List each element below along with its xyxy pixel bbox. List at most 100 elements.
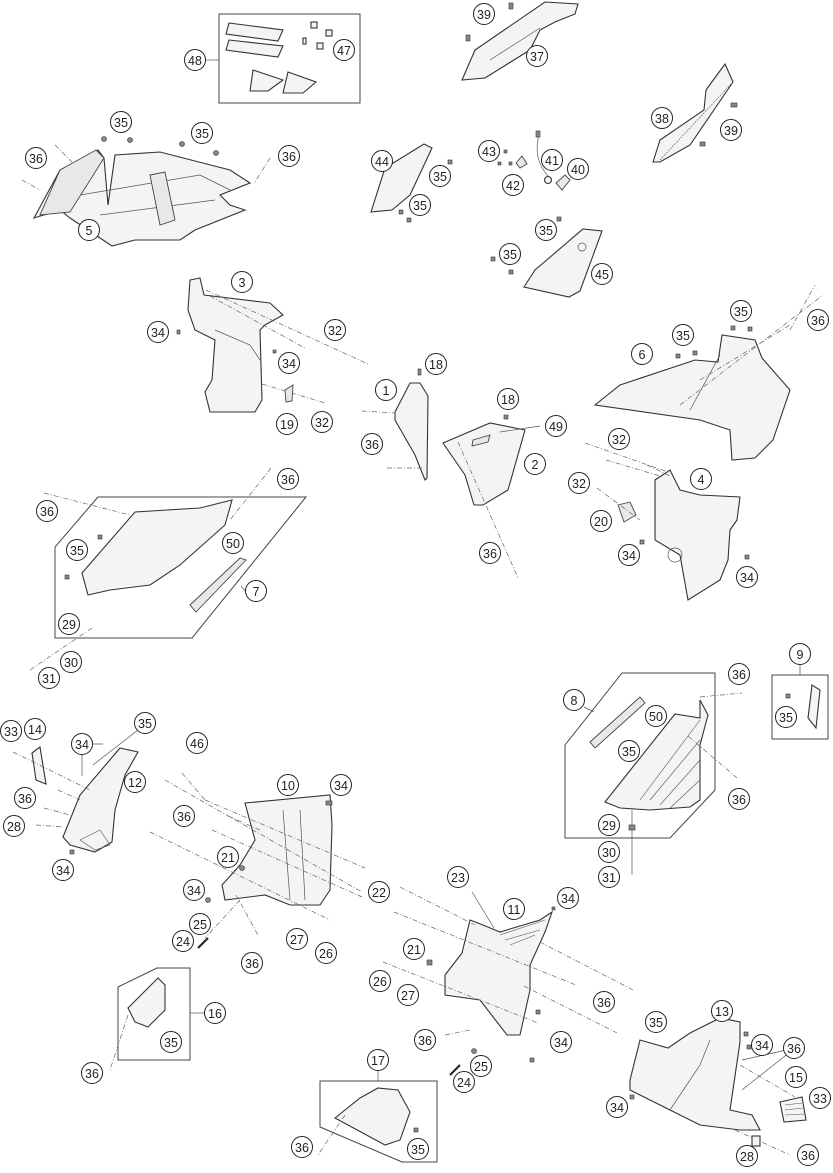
- callout-33[interactable]: 33: [0, 720, 22, 742]
- callout-34[interactable]: 34: [183, 879, 205, 901]
- callout-25[interactable]: 25: [189, 913, 211, 935]
- callout-45[interactable]: 45: [591, 263, 613, 285]
- callout-13[interactable]: 13: [711, 1000, 733, 1022]
- callout-41[interactable]: 41: [541, 149, 563, 171]
- callout-7[interactable]: 7: [245, 580, 267, 602]
- callout-42[interactable]: 42: [502, 174, 524, 196]
- callout-38[interactable]: 38: [651, 107, 673, 129]
- callout-20[interactable]: 20: [590, 510, 612, 532]
- callout-34[interactable]: 34: [550, 1031, 572, 1053]
- callout-35[interactable]: 35: [160, 1031, 182, 1053]
- callout-26[interactable]: 26: [369, 970, 391, 992]
- callout-35[interactable]: 35: [409, 194, 431, 216]
- callout-36[interactable]: 36: [414, 1029, 436, 1051]
- callout-35[interactable]: 35: [407, 1138, 429, 1160]
- callout-19[interactable]: 19: [276, 413, 298, 435]
- callout-30[interactable]: 30: [598, 841, 620, 863]
- callout-28[interactable]: 28: [3, 815, 25, 837]
- callout-36[interactable]: 36: [278, 145, 300, 167]
- callout-36[interactable]: 36: [25, 147, 47, 169]
- callout-44[interactable]: 44: [371, 150, 393, 172]
- callout-36[interactable]: 36: [241, 952, 263, 974]
- callout-34[interactable]: 34: [751, 1034, 773, 1056]
- callout-23[interactable]: 23: [447, 866, 469, 888]
- callout-15[interactable]: 15: [785, 1066, 807, 1088]
- callout-37[interactable]: 37: [526, 45, 548, 67]
- callout-8[interactable]: 8: [563, 689, 585, 711]
- callout-14[interactable]: 14: [24, 718, 46, 740]
- callout-36[interactable]: 36: [361, 433, 383, 455]
- callout-46[interactable]: 46: [186, 732, 208, 754]
- callout-10[interactable]: 10: [277, 774, 299, 796]
- callout-30[interactable]: 30: [60, 651, 82, 673]
- callout-43[interactable]: 43: [478, 140, 500, 162]
- callout-17[interactable]: 17: [367, 1049, 389, 1071]
- callout-36[interactable]: 36: [783, 1037, 805, 1059]
- callout-24[interactable]: 24: [453, 1071, 475, 1093]
- callout-47[interactable]: 47: [333, 39, 355, 61]
- callout-36[interactable]: 36: [81, 1062, 103, 1084]
- callout-50[interactable]: 50: [645, 705, 667, 727]
- callout-3[interactable]: 3: [231, 271, 253, 293]
- callout-32[interactable]: 32: [324, 319, 346, 341]
- callout-9[interactable]: 9: [789, 643, 811, 665]
- callout-35[interactable]: 35: [618, 740, 640, 762]
- callout-40[interactable]: 40: [567, 158, 589, 180]
- callout-6[interactable]: 6: [631, 343, 653, 365]
- callout-35[interactable]: 35: [499, 243, 521, 265]
- callout-36[interactable]: 36: [479, 542, 501, 564]
- callout-29[interactable]: 29: [58, 613, 80, 635]
- callout-25[interactable]: 25: [470, 1055, 492, 1077]
- callout-34[interactable]: 34: [606, 1096, 628, 1118]
- callout-32[interactable]: 32: [568, 472, 590, 494]
- callout-12[interactable]: 12: [124, 771, 146, 793]
- callout-35[interactable]: 35: [535, 219, 557, 241]
- callout-33[interactable]: 33: [809, 1087, 831, 1109]
- callout-36[interactable]: 36: [277, 468, 299, 490]
- callout-34[interactable]: 34: [618, 544, 640, 566]
- callout-35[interactable]: 35: [645, 1011, 667, 1033]
- callout-18[interactable]: 18: [497, 388, 519, 410]
- callout-35[interactable]: 35: [66, 539, 88, 561]
- callout-34[interactable]: 34: [278, 352, 300, 374]
- callout-32[interactable]: 32: [608, 428, 630, 450]
- callout-36[interactable]: 36: [797, 1144, 819, 1166]
- callout-4[interactable]: 4: [690, 468, 712, 490]
- callout-35[interactable]: 35: [429, 165, 451, 187]
- callout-29[interactable]: 29: [598, 814, 620, 836]
- callout-49[interactable]: 49: [545, 415, 567, 437]
- callout-11[interactable]: 11: [503, 898, 525, 920]
- callout-34[interactable]: 34: [736, 566, 758, 588]
- callout-36[interactable]: 36: [728, 788, 750, 810]
- callout-22[interactable]: 22: [368, 881, 390, 903]
- callout-21[interactable]: 21: [217, 846, 239, 868]
- callout-18[interactable]: 18: [425, 353, 447, 375]
- callout-2[interactable]: 2: [524, 453, 546, 475]
- callout-36[interactable]: 36: [807, 309, 829, 331]
- callout-35[interactable]: 35: [730, 300, 752, 322]
- callout-36[interactable]: 36: [173, 805, 195, 827]
- callout-16[interactable]: 16: [204, 1002, 226, 1024]
- callout-35[interactable]: 35: [191, 122, 213, 144]
- callout-5[interactable]: 5: [78, 219, 100, 241]
- callout-39[interactable]: 39: [473, 3, 495, 25]
- callout-35[interactable]: 35: [672, 324, 694, 346]
- callout-36[interactable]: 36: [291, 1136, 313, 1158]
- callout-24[interactable]: 24: [172, 930, 194, 952]
- callout-26[interactable]: 26: [315, 942, 337, 964]
- callout-50[interactable]: 50: [222, 532, 244, 554]
- callout-39[interactable]: 39: [720, 119, 742, 141]
- callout-36[interactable]: 36: [36, 500, 58, 522]
- callout-27[interactable]: 27: [286, 928, 308, 950]
- callout-34[interactable]: 34: [330, 774, 352, 796]
- callout-21[interactable]: 21: [403, 938, 425, 960]
- callout-34[interactable]: 34: [147, 321, 169, 343]
- callout-34[interactable]: 34: [71, 733, 93, 755]
- callout-34[interactable]: 34: [52, 859, 74, 881]
- callout-48[interactable]: 48: [184, 49, 206, 71]
- callout-31[interactable]: 31: [38, 667, 60, 689]
- callout-31[interactable]: 31: [598, 866, 620, 888]
- callout-36[interactable]: 36: [593, 991, 615, 1013]
- callout-36[interactable]: 36: [14, 787, 36, 809]
- callout-32[interactable]: 32: [311, 411, 333, 433]
